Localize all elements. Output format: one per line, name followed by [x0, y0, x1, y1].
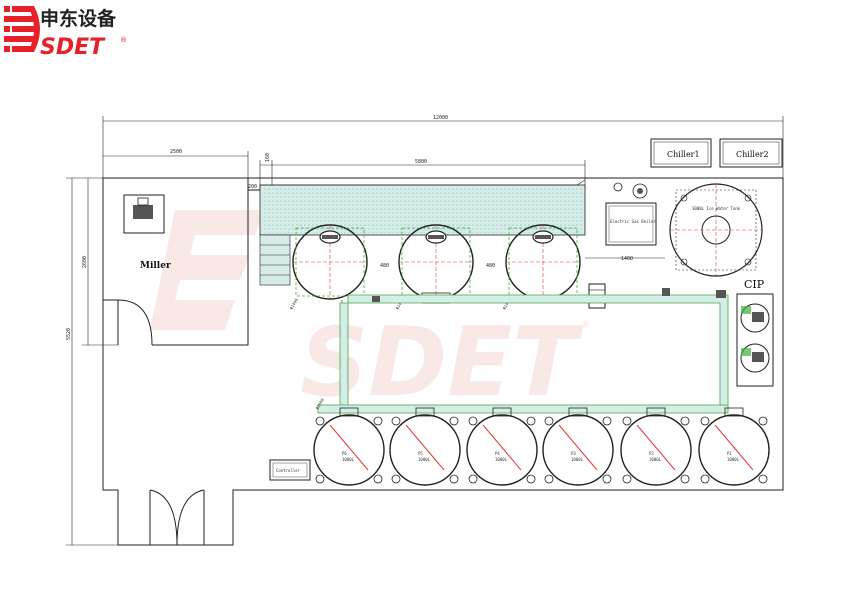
bright-tank-2: [389, 407, 461, 486]
entrance-double-door-icon: [149, 489, 205, 546]
dim-small-200: 200: [248, 184, 257, 190]
brewhouse-vessel-1: [292, 224, 368, 300]
brand-registered-mark: ®: [120, 36, 127, 44]
bright-tank-5-id: P2: [649, 451, 654, 456]
ice-tank-label: 3000L Ice Water Tank: [692, 206, 741, 211]
sdet-watermark: SDET ®: [150, 210, 591, 418]
dim-left-height: 2600: [82, 256, 88, 268]
bright-tank-2-id: P5: [418, 451, 423, 456]
dim-room-height: 5520: [66, 328, 72, 340]
brewhouse-platform: [259, 179, 586, 236]
dim-small-gap: 160: [265, 153, 271, 162]
dia-mark-3: Φ1400: [502, 297, 513, 310]
brewhouse-vessel-2: [398, 224, 474, 300]
bright-tank-5: [620, 407, 692, 486]
bright-tank-4-vol: 1000L: [571, 457, 584, 462]
miller-door-arc: [117, 299, 153, 346]
building-walls: [102, 177, 784, 546]
ice-water-tank: [669, 183, 763, 277]
bright-tank-6-vol: 1000L: [727, 457, 740, 462]
dim-tank-row: 5800: [415, 159, 427, 165]
bright-tank-3-vol: 1000L: [495, 457, 508, 462]
sdet-logo-mark-icon: [4, 6, 40, 52]
controller-panel: [269, 459, 311, 481]
bright-tank-3-id: P4: [495, 451, 500, 456]
cip-unit: [736, 293, 774, 387]
dia-mark-1: Φ1400: [289, 297, 300, 310]
small-tank-dia: Φ1000: [315, 397, 326, 410]
controller-label: Controller: [276, 468, 301, 473]
bright-tank-4: [542, 407, 614, 486]
miller-room: [103, 177, 260, 346]
bright-tank-5-vol: 1000L: [649, 457, 662, 462]
dim-spacing-b: 480: [486, 263, 495, 269]
pressure-gauge-icon: [613, 182, 648, 199]
platform-stairs: [259, 234, 291, 286]
miller-machine-icon: [123, 194, 165, 234]
dimension-lines: [66, 116, 784, 546]
brewhouse-vessel-3: [505, 224, 581, 300]
bright-tank-1-id: P6: [342, 451, 347, 456]
brand-en-name: SDET: [40, 35, 106, 60]
brand-cn-name: 申东设备: [40, 7, 117, 30]
bright-tank-2-vol: 1000L: [418, 457, 431, 462]
watermark-reg: ®: [580, 318, 591, 331]
dim-overall: 12000: [433, 115, 448, 121]
cip-label: CIP: [744, 278, 765, 291]
process-pipes: [317, 294, 729, 414]
chiller1-unit: [650, 138, 712, 168]
chiller2-label: Chiller2: [736, 150, 769, 159]
dim-miller-width: 2500: [170, 149, 182, 155]
brand-logo: 申东设备 SDET ®: [4, 6, 127, 60]
dim-side: 1400: [621, 256, 633, 262]
bright-tank-4-id: P3: [571, 451, 576, 456]
electric-boiler: [605, 202, 657, 246]
chiller2-unit: [719, 138, 783, 168]
bright-tank-6: [698, 407, 770, 486]
pipe-valves: [372, 288, 726, 302]
bright-tank-1-vol: 1000L: [342, 457, 355, 462]
dim-spacing-a: 480: [380, 263, 389, 269]
bright-tank-6-id: P1: [727, 451, 732, 456]
boiler-label: Electric Gas Boiler: [610, 219, 656, 224]
dia-mark-2: Φ1400: [395, 297, 406, 310]
bright-tank-3: [466, 407, 538, 486]
chiller1-label: Chiller1: [667, 150, 700, 159]
bright-tank-1: [313, 407, 385, 486]
miller-label: Miller: [140, 261, 171, 271]
